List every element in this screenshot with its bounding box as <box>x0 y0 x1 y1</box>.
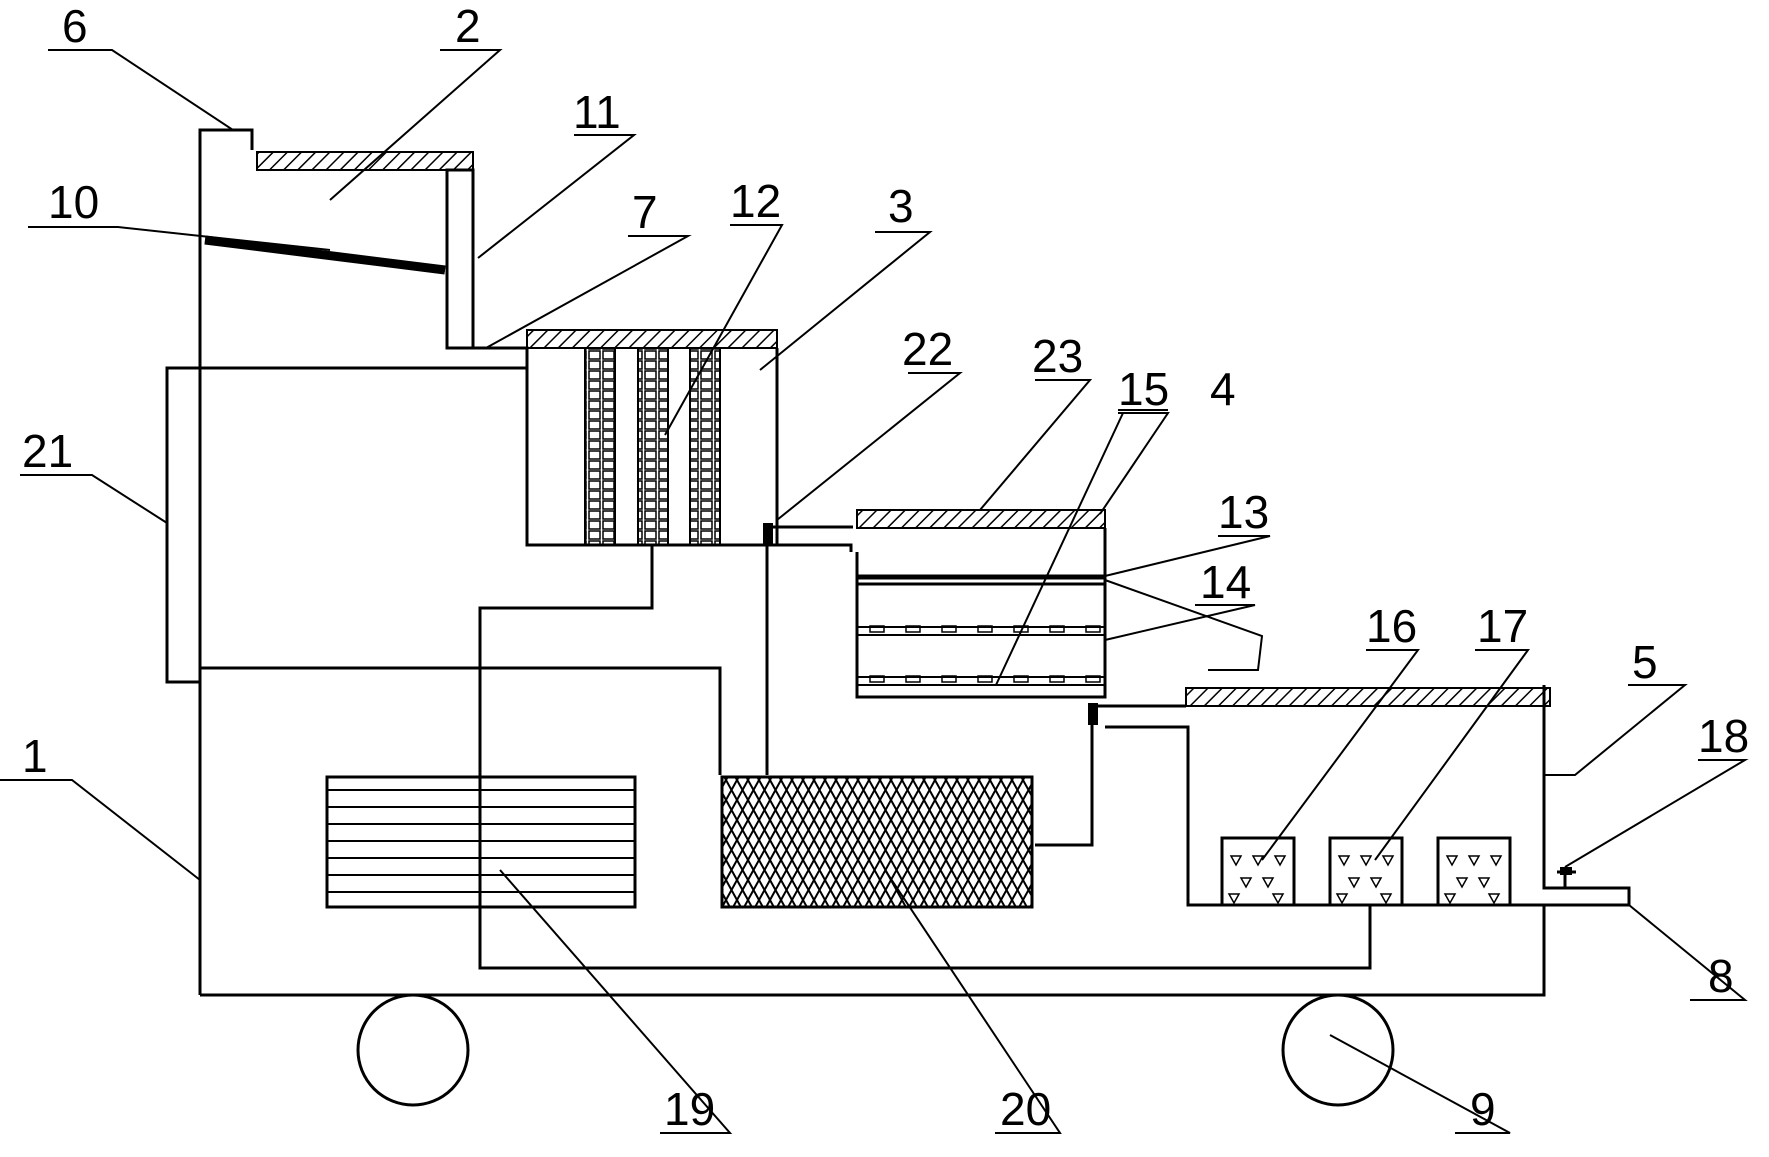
media-mark <box>1335 893 1349 905</box>
box-4 <box>855 509 1107 699</box>
filter-block-3rd <box>1436 836 1512 907</box>
filter-layer-15 <box>869 675 1101 683</box>
cover-7 <box>526 329 778 349</box>
leader-lines <box>0 49 1749 1134</box>
label-6: 6 <box>62 0 88 52</box>
label-13: 13 <box>1218 486 1269 538</box>
label-8: 8 <box>1708 950 1734 1002</box>
label-16: 16 <box>1366 600 1417 652</box>
filter-block-16 <box>1220 836 1296 907</box>
pipes <box>478 523 1372 970</box>
media-mark <box>1261 877 1275 889</box>
label-18: 18 <box>1698 710 1749 762</box>
label-14: 14 <box>1200 556 1251 608</box>
filter-slot <box>977 675 993 683</box>
media-mark <box>1347 877 1361 889</box>
label-11: 11 <box>573 86 621 138</box>
label-1: 1 <box>22 730 48 782</box>
filter-slot <box>1085 625 1101 633</box>
media-mark <box>1251 855 1265 867</box>
label-3: 3 <box>888 180 914 232</box>
media-mark <box>1489 855 1503 867</box>
label-5: 5 <box>1632 636 1658 688</box>
label-20: 20 <box>1000 1083 1051 1135</box>
number-labels: 6 2 11 10 7 12 3 22 23 15 4 13 14 16 17 … <box>22 0 1749 1135</box>
media-mark <box>1239 877 1253 889</box>
media-mark <box>1359 855 1373 867</box>
media-mark <box>1443 893 1457 905</box>
filter-block-17 <box>1328 836 1404 907</box>
main-housing <box>165 128 1631 997</box>
valve-22 <box>763 523 773 545</box>
media-mark <box>1381 855 1395 867</box>
filter-slot <box>1049 675 1065 683</box>
filter-slot <box>869 625 885 633</box>
media-mark <box>1271 893 1285 905</box>
media-mark <box>1445 855 1459 867</box>
crushing-chamber <box>204 151 529 368</box>
label-15: 15 <box>1118 363 1169 415</box>
filter-slot <box>1049 625 1065 633</box>
filter-slot <box>1085 675 1101 683</box>
label-10: 10 <box>48 176 99 228</box>
filter-box-3 <box>526 329 779 546</box>
filter-slot <box>905 625 921 633</box>
media-mark <box>1229 855 1243 867</box>
media-mark <box>1273 855 1287 867</box>
media-mark <box>1227 893 1241 905</box>
duct-11 <box>445 168 475 350</box>
label-22: 22 <box>902 323 953 375</box>
filter-layer-14 <box>869 625 1101 633</box>
label-21: 21 <box>22 425 73 477</box>
media-mark <box>1379 893 1393 905</box>
media-mark <box>1337 855 1351 867</box>
media-mark <box>1467 855 1481 867</box>
label-2: 2 <box>455 0 481 52</box>
filter-slot <box>869 675 885 683</box>
cover-23 <box>856 509 1106 529</box>
top-cover-2 <box>256 151 474 171</box>
tank-cover <box>1185 687 1551 707</box>
media-mark <box>1477 877 1491 889</box>
filter-rod-b-12 <box>637 347 669 546</box>
media-mark <box>1369 877 1383 889</box>
filter-slot <box>905 675 921 683</box>
side-panel-21 <box>165 366 202 684</box>
label-19: 19 <box>664 1083 715 1135</box>
filter-slot <box>1013 675 1029 683</box>
media-mark <box>1487 893 1501 905</box>
label-23: 23 <box>1032 330 1083 382</box>
label-7: 7 <box>632 186 658 238</box>
wheel-right-9 <box>1281 993 1395 1107</box>
media-mark <box>1455 877 1469 889</box>
valve-lower <box>1088 703 1098 725</box>
filter-rod-c <box>689 347 721 546</box>
filter-rod-a <box>584 347 616 546</box>
label-17: 17 <box>1477 600 1528 652</box>
tank-5 <box>1098 687 1576 907</box>
filter-slot <box>941 675 957 683</box>
filter-slot <box>941 625 957 633</box>
label-4: 4 <box>1210 363 1236 415</box>
absorber-20 <box>720 775 1034 909</box>
filter-slot <box>977 625 993 633</box>
wheel-left <box>356 993 470 1107</box>
label-9: 9 <box>1470 1083 1496 1135</box>
label-12: 12 <box>730 175 781 227</box>
heat-exchanger-fins <box>327 789 635 893</box>
